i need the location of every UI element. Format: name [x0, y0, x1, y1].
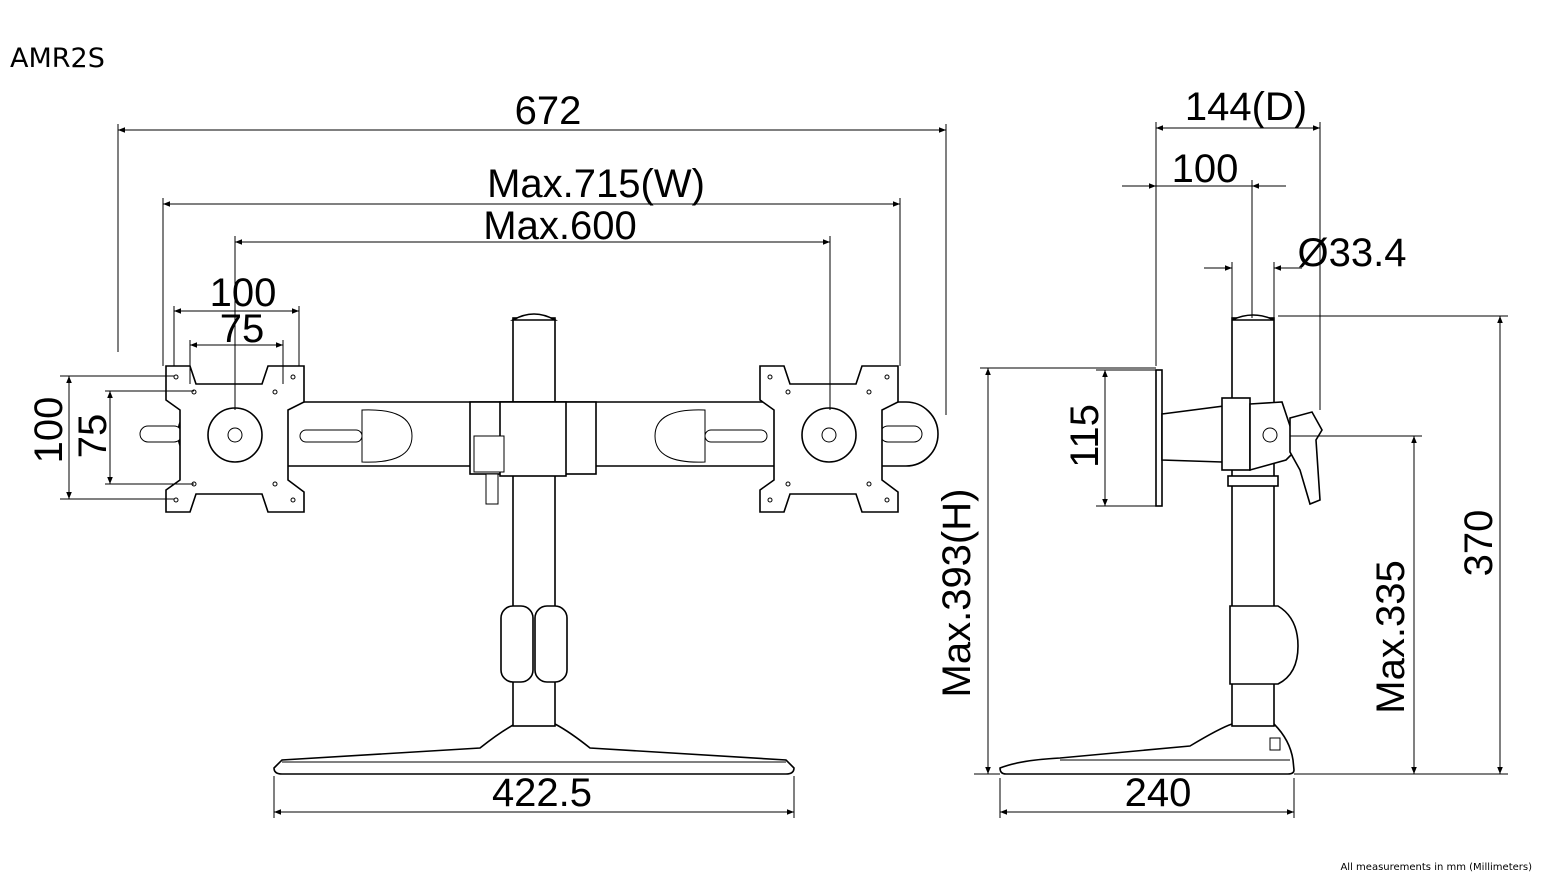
- dim-max-spacing: Max.600: [483, 204, 636, 248]
- dim-max-width: Max.715(W): [487, 162, 705, 206]
- front-view: 672 Max.715(W) Max.600 100 75 100 75: [27, 89, 947, 818]
- dim-depth: 144(D): [1185, 85, 1307, 129]
- side-pole-clamp: [1229, 605, 1299, 685]
- model-title: AMR2S: [10, 43, 105, 74]
- side-base: [999, 723, 1295, 775]
- side-vesa-plate: [1155, 369, 1163, 507]
- side-view: 144(D) 100 Ø33.4 115 Max.393(H) Max.335: [935, 85, 1508, 818]
- dim-plate-height: 115: [1063, 404, 1107, 468]
- dim-pole-diameter: Ø33.4: [1298, 231, 1407, 275]
- dim-max-mount-height: Max.335: [1369, 560, 1413, 713]
- dim-overall-width: 672: [515, 89, 582, 133]
- front-pole-clamp-right: [534, 605, 568, 683]
- dim-base-depth: 240: [1125, 771, 1192, 815]
- dim-vesa-height-large: 100: [27, 397, 71, 464]
- side-tilt-lever: [1289, 411, 1323, 506]
- front-base: [273, 723, 795, 775]
- side-mount-collar: [1227, 475, 1279, 487]
- dim-max-height: Max.393(H): [935, 489, 979, 698]
- dim-pole-height: 370: [1457, 510, 1501, 577]
- dim-vesa-offset: 100: [1172, 147, 1239, 191]
- dim-base-width: 422.5: [492, 771, 592, 815]
- dim-vesa-width-small: 75: [220, 307, 265, 351]
- dim-vesa-width-large: 100: [210, 271, 277, 315]
- front-pole-clamp-left: [500, 605, 534, 683]
- footer-note: All measurements in mm (Millimeters): [1340, 862, 1532, 873]
- dim-vesa-height-small: 75: [71, 414, 115, 459]
